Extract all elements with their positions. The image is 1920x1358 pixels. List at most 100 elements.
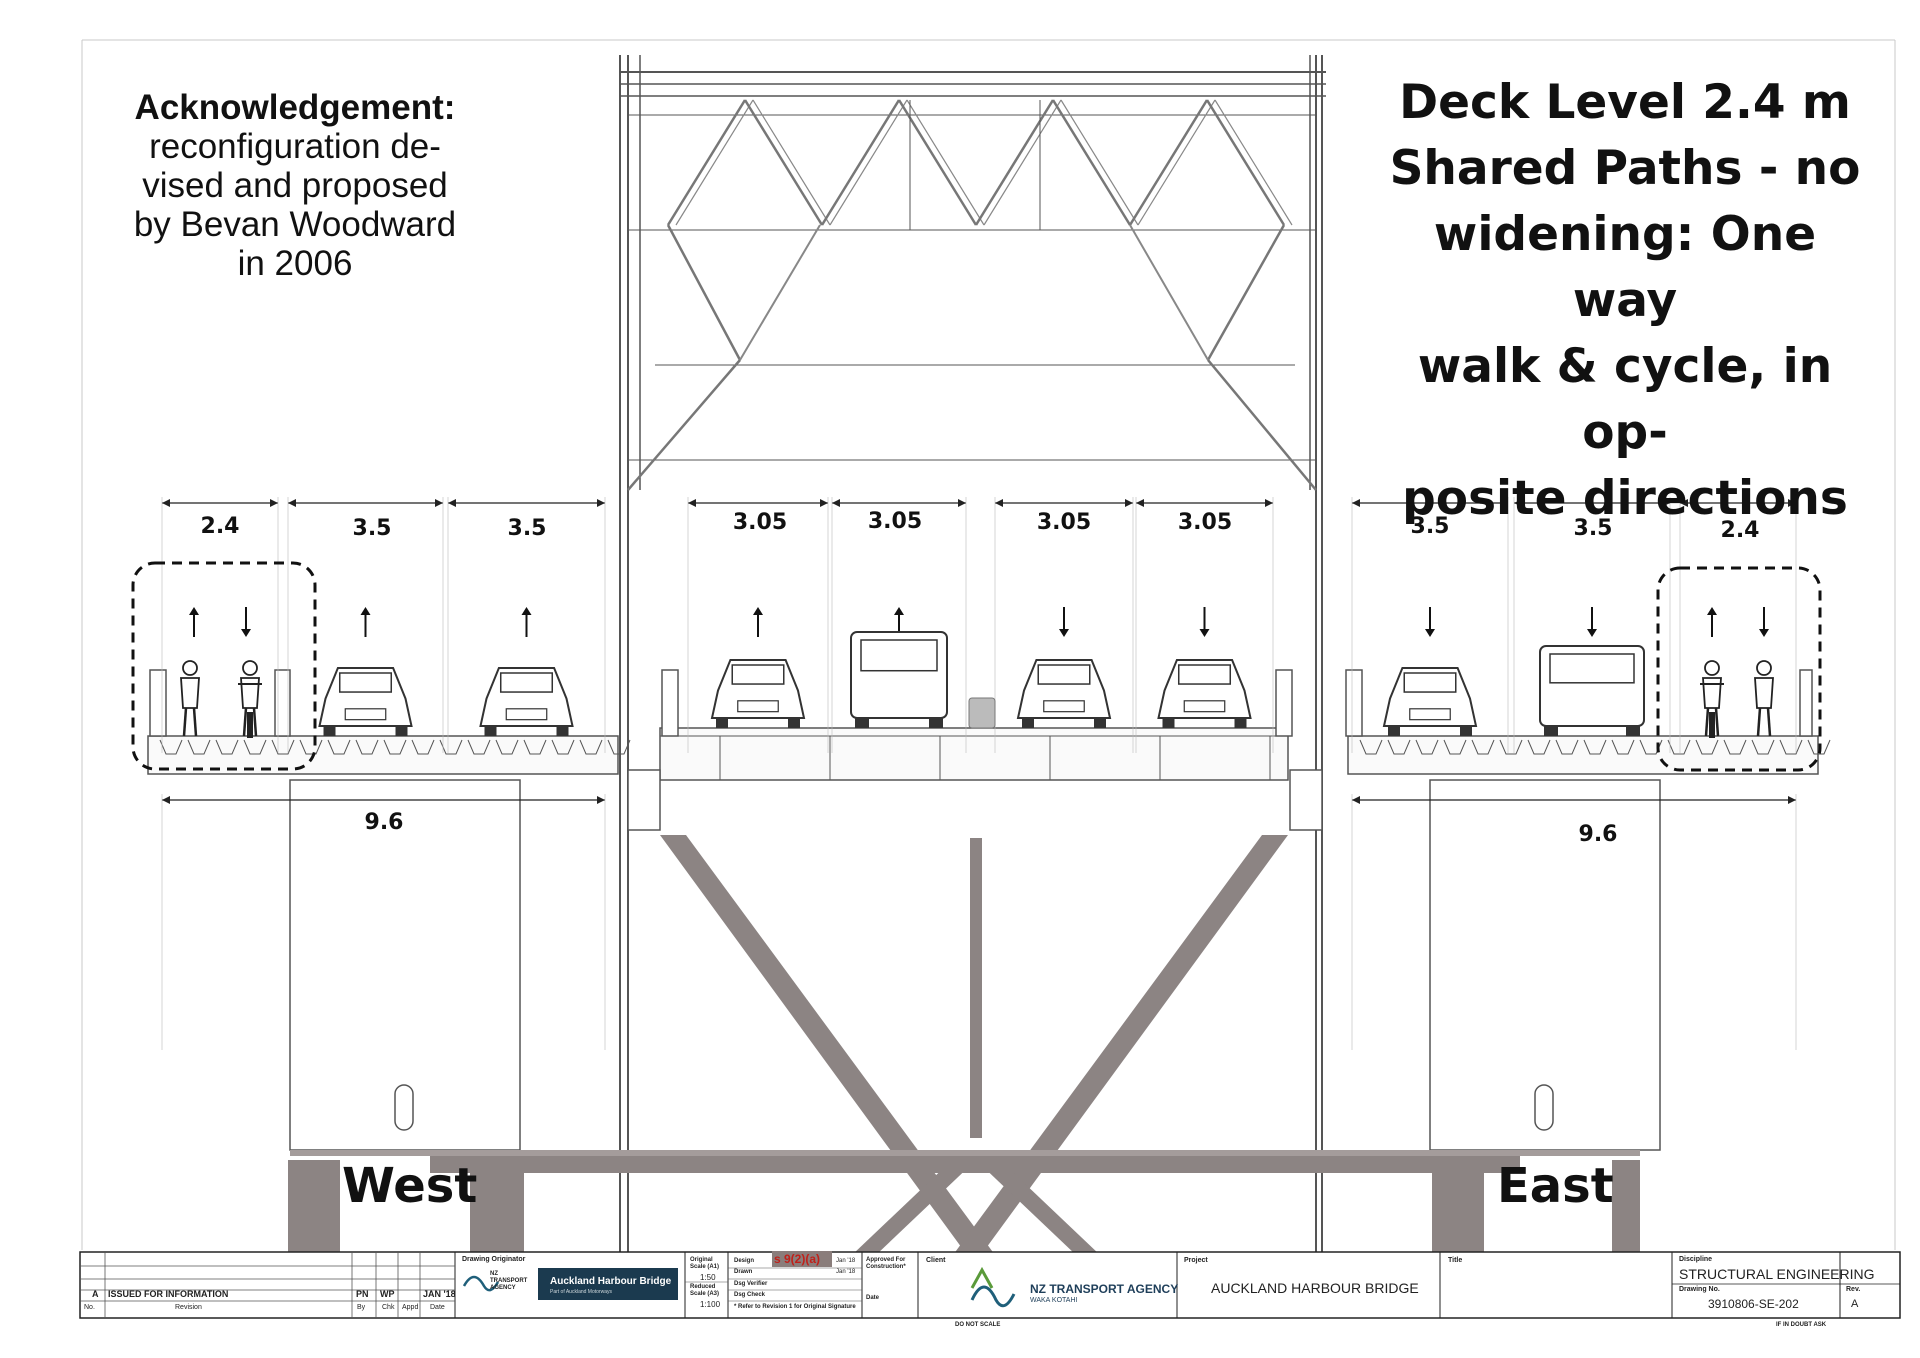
dimension-arrowhead bbox=[597, 796, 605, 804]
direction-arrow-south-head bbox=[1199, 629, 1210, 637]
pier-access-hatch bbox=[1534, 1084, 1554, 1131]
deck-rib bbox=[1583, 739, 1607, 755]
lower-tie-beam bbox=[430, 1155, 1520, 1173]
deck-width-label: 9.6 bbox=[364, 810, 404, 835]
deck-rib bbox=[1415, 739, 1439, 755]
east-shared-path-outline bbox=[1656, 566, 1822, 772]
deck-barrier bbox=[1275, 669, 1293, 737]
deck-rib bbox=[1723, 739, 1747, 755]
dimension-arrowhead bbox=[995, 499, 1003, 507]
car-body bbox=[479, 667, 574, 727]
deck-barrier bbox=[274, 669, 291, 737]
dimension-arrowhead bbox=[688, 499, 696, 507]
deck-rib bbox=[495, 739, 519, 755]
cyclist-torso bbox=[1702, 677, 1722, 709]
truss-diagonal bbox=[666, 99, 747, 226]
headline-line: posite directions bbox=[1402, 471, 1848, 526]
dimension-arrowhead bbox=[597, 499, 605, 507]
car-windshield bbox=[499, 672, 554, 693]
truss-diagonal bbox=[1205, 99, 1286, 226]
pickup-truck bbox=[1539, 645, 1645, 736]
pickup-truck-body bbox=[1539, 645, 1645, 727]
deck-rib bbox=[1611, 739, 1635, 755]
car-windshield bbox=[338, 672, 393, 693]
lane-width-label: 3.5 bbox=[1410, 514, 1450, 539]
pedestrian-head bbox=[1756, 660, 1772, 676]
original-scale-value: 1:50 bbox=[700, 1273, 716, 1282]
west-shared-path-outline bbox=[131, 561, 317, 771]
client-logo-icon bbox=[970, 1285, 1016, 1308]
lane-width-label: 3.5 bbox=[1573, 516, 1613, 541]
direction-arrow-south-head bbox=[241, 629, 251, 637]
deck-rib bbox=[1527, 739, 1551, 755]
west-label: West bbox=[342, 1158, 478, 1214]
car-body bbox=[318, 667, 413, 727]
direction-arrow-south-head bbox=[1425, 629, 1435, 637]
pier-column bbox=[1612, 1160, 1640, 1255]
truss-diagonal bbox=[829, 99, 908, 226]
pedestrian bbox=[180, 660, 200, 737]
redaction-box: s 9(2)(a) bbox=[772, 1251, 832, 1267]
deck-bearing bbox=[627, 769, 661, 831]
dimension-arrowhead bbox=[270, 499, 278, 507]
direction-arrow-south-head bbox=[1759, 629, 1769, 637]
deck-rib bbox=[355, 739, 379, 755]
truss-brace bbox=[666, 224, 742, 361]
approval-date-label: Date bbox=[866, 1295, 880, 1301]
car-wheel bbox=[556, 726, 569, 736]
dimension-arrowhead bbox=[162, 796, 170, 804]
deck-rib bbox=[271, 739, 295, 755]
dimension-arrowhead bbox=[1514, 499, 1522, 507]
headline-line: Shared Paths - no bbox=[1389, 141, 1861, 196]
truss-diagonal bbox=[1137, 99, 1216, 226]
truss-diagonal bbox=[897, 99, 978, 226]
lane-width-label: 3.5 bbox=[352, 516, 392, 541]
car-body bbox=[710, 659, 806, 719]
car-grille bbox=[1183, 700, 1226, 713]
dimension-arrowhead bbox=[435, 499, 443, 507]
shared-paths bbox=[131, 561, 1822, 772]
pier-column bbox=[1432, 1160, 1484, 1255]
role-design: Design bbox=[734, 1258, 755, 1264]
lane-width-label: 3.05 bbox=[732, 510, 788, 535]
role-date: Jan '18 bbox=[836, 1258, 856, 1264]
truss-diagonal bbox=[974, 99, 1055, 226]
car-windshield bbox=[1403, 672, 1457, 693]
role-check: Dsg Check bbox=[734, 1292, 766, 1298]
acknowledgement-line: reconfiguration de- bbox=[149, 127, 441, 166]
car bbox=[710, 659, 806, 728]
car-windshield bbox=[1177, 664, 1232, 685]
truss-brace bbox=[1129, 224, 1209, 361]
west-deck-slab bbox=[147, 735, 619, 775]
revision-header-no: No. bbox=[84, 1304, 95, 1311]
revision-header-date: Date bbox=[430, 1304, 445, 1311]
car bbox=[318, 667, 413, 736]
pedestrian-leg bbox=[1766, 707, 1772, 737]
car-grille bbox=[344, 708, 387, 721]
drawing-no-label: Drawing No. bbox=[1679, 1286, 1720, 1293]
dimension-arrowhead bbox=[1788, 499, 1796, 507]
central-strut bbox=[970, 838, 982, 1138]
deck-rib bbox=[383, 739, 407, 755]
deck-rib bbox=[579, 739, 603, 755]
pedestrian-torso bbox=[180, 677, 200, 709]
car-windshield bbox=[1037, 664, 1091, 685]
truss-diagonal bbox=[983, 99, 1062, 226]
car-wheel bbox=[395, 726, 408, 736]
headline-line: Deck Level 2.4 m bbox=[1399, 75, 1851, 130]
revision-chk: WP bbox=[380, 1289, 395, 1299]
car-wheel bbox=[1094, 718, 1106, 728]
pier-cap-beam bbox=[290, 1150, 1640, 1156]
client-logo-accent-icon bbox=[970, 1266, 994, 1289]
reduced-scale-label: Reduced Scale (A3) bbox=[690, 1284, 720, 1297]
deck-barrier bbox=[149, 669, 167, 737]
dimension-arrowhead bbox=[1125, 499, 1133, 507]
dimension-arrowhead bbox=[1352, 796, 1360, 804]
deck-rib bbox=[1807, 739, 1831, 755]
van bbox=[850, 631, 948, 728]
pedestrian-head bbox=[182, 660, 198, 676]
dimension-arrowhead bbox=[1662, 499, 1670, 507]
redaction-text: s 9(2)(a) bbox=[774, 1252, 821, 1266]
car-grille bbox=[1043, 700, 1085, 713]
